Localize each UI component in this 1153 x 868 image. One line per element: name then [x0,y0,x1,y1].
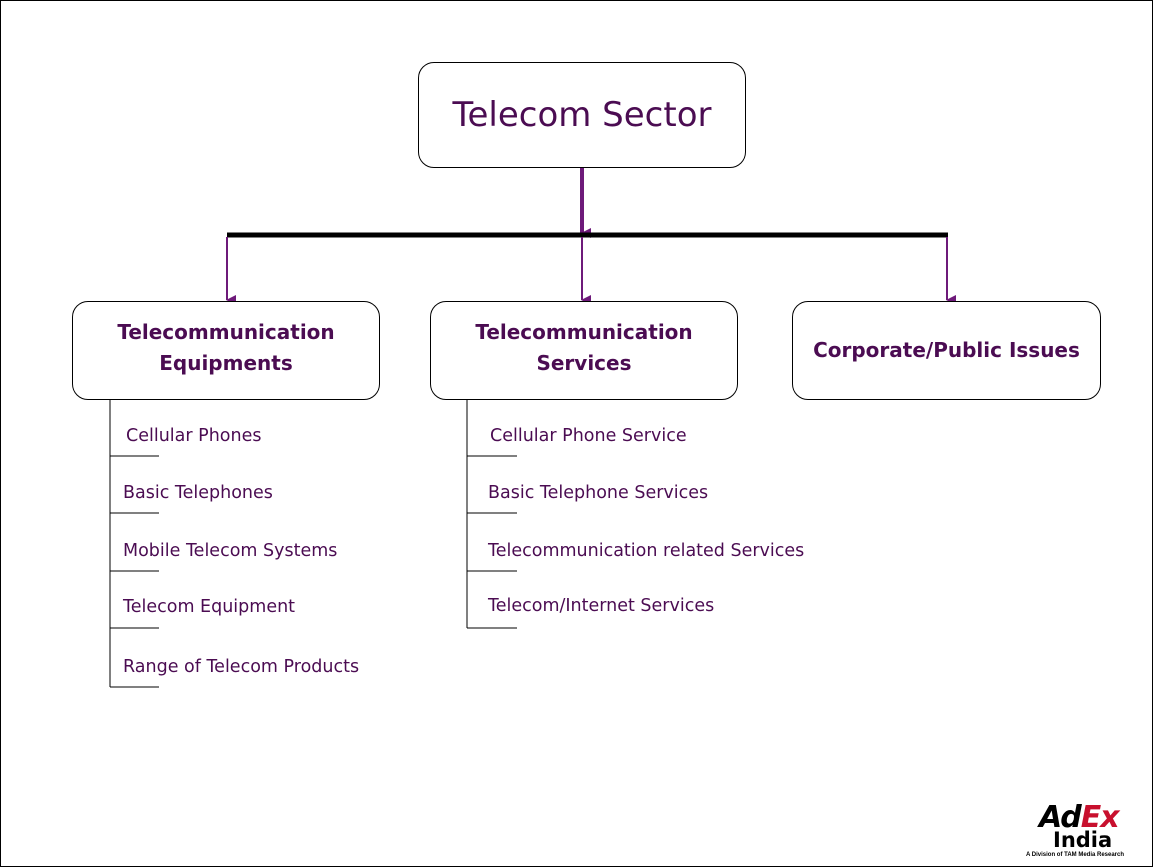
logo-wordmark: AdEx [1039,800,1120,835]
service-item: Cellular Phone Service [490,426,687,446]
service-item: Basic Telephone Services [488,483,709,503]
service-item: Telecommunication related Services [488,541,805,561]
root-node: Telecom Sector [418,62,746,168]
category-label-line2: Services [536,350,632,375]
equipment-item: Basic Telephones [123,483,273,503]
category-label-line1: Telecommunication [117,319,335,344]
category-label-line1: Telecommunication [475,319,693,344]
equipment-item: Cellular Phones [126,426,262,446]
category-telecommunication-equipments: Telecommunication Equipments [72,301,380,400]
category-label: Corporate/Public Issues [813,338,1080,362]
equipment-item: Range of Telecom Products [123,657,360,677]
service-item: Telecom/Internet Services [488,596,715,616]
category-corporate-public-issues: Corporate/Public Issues [792,301,1101,400]
logo-subtitle: India [1053,828,1113,852]
category-telecommunication-services: Telecommunication Services [430,301,738,400]
category-label-line2: Equipments [159,350,293,375]
root-label: Telecom Sector [452,95,712,135]
equipment-item: Telecom Equipment [123,597,296,617]
logo-tagline: A Division of TAM Media Research [1026,852,1125,858]
equipment-item: Mobile Telecom Systems [123,541,338,561]
adex-india-logo: AdEx India A Division of TAM Media Resea… [1021,800,1146,861]
